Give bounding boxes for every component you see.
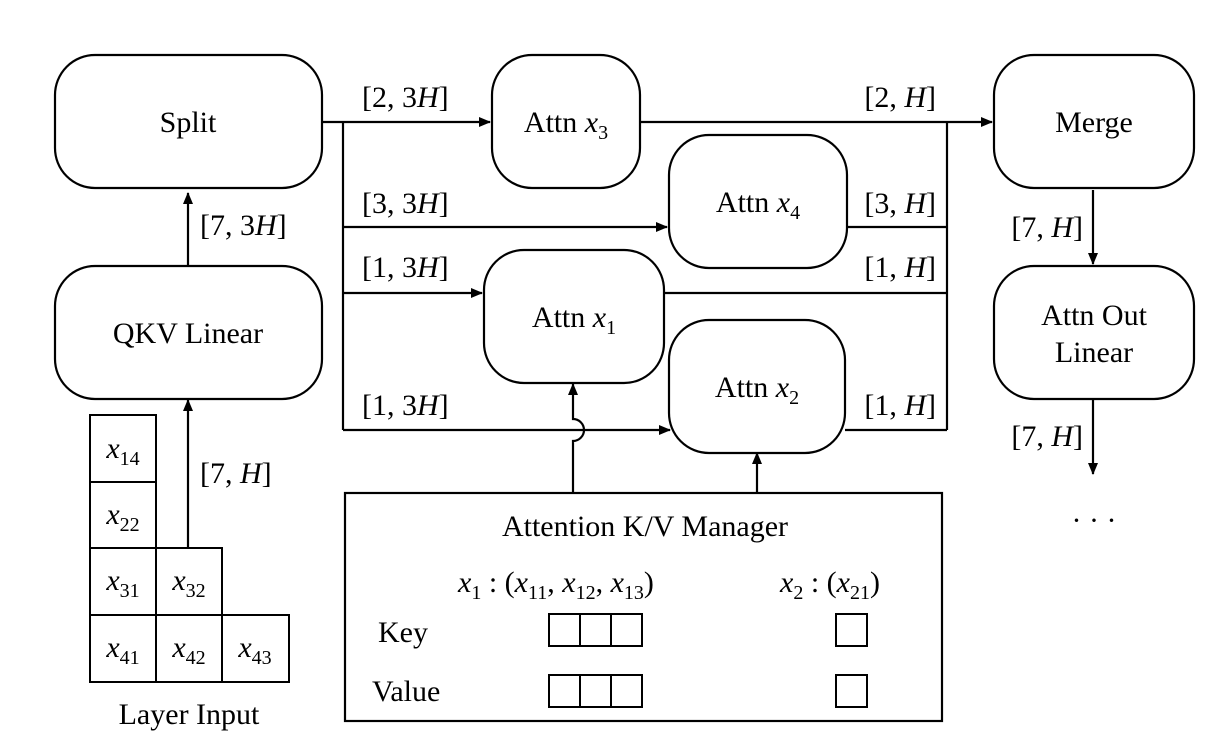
- attn-out-linear-label-line2: Linear: [1055, 336, 1133, 369]
- token-x43: x43: [237, 631, 271, 669]
- label-qkv-to-split: [7, 3H]: [200, 209, 287, 242]
- token-x22: x22: [105, 498, 139, 536]
- kv-slot: [610, 674, 643, 708]
- kv-row-value-label: Value: [372, 675, 440, 708]
- kv-row-key-label: Key: [378, 616, 428, 649]
- kv-seq2-header: x2 : (x21): [779, 566, 880, 604]
- label-x4-to-merge: [3, H]: [864, 187, 936, 220]
- label-out-next: [7, H]: [1011, 420, 1083, 453]
- token-cell-x14: [89, 414, 157, 483]
- attn-x4-node: [667, 133, 849, 270]
- label-split-to-x1: [1, 3H]: [362, 251, 449, 284]
- kv-slot: [579, 613, 612, 647]
- layer-input-caption: Layer Input: [119, 698, 260, 731]
- merge-label: Merge: [1055, 106, 1133, 139]
- label-merge-to-out: [7, H]: [1011, 211, 1083, 244]
- kv-seq1-key-slots: [548, 613, 643, 647]
- attn-x2-node: [667, 318, 847, 455]
- token-x32: x32: [171, 564, 205, 602]
- token-cell-x42: [155, 614, 223, 683]
- edge-kv-to-x1: [568, 383, 586, 492]
- merge-node: [992, 53, 1196, 190]
- label-split-to-x4: [3, 3H]: [362, 187, 449, 220]
- label-x2-to-merge: [1, H]: [864, 389, 936, 422]
- kv-slot: [548, 674, 581, 708]
- kv-slot: [610, 613, 643, 647]
- label-split-to-x3: [2, 3H]: [362, 81, 449, 114]
- token-x41: x41: [105, 631, 139, 669]
- qkv-linear-node: [53, 264, 324, 401]
- token-x14: x14: [105, 432, 139, 470]
- split-node: [53, 53, 324, 190]
- attn-x2-label: Attn x2: [715, 371, 799, 409]
- attn-out-linear-node: [992, 264, 1196, 401]
- token-cell-x22: [89, 481, 157, 549]
- kv-seq2-key-slot: [835, 613, 868, 647]
- attn-x3-label: Attn x3: [524, 106, 608, 144]
- kv-slot: [579, 674, 612, 708]
- kv-seq1-value-slots: [548, 674, 643, 708]
- label-x1-to-merge: [1, H]: [864, 251, 936, 284]
- attn-x1-node: [482, 248, 666, 385]
- token-cell-x31: [89, 547, 157, 616]
- token-cell-x41: [89, 614, 157, 683]
- attn-x4-label: Attn x4: [716, 186, 800, 224]
- qkv-linear-label: QKV Linear: [113, 317, 263, 350]
- kv-manager-title: Attention K/V Manager: [502, 510, 788, 543]
- label-input-to-qkv: [7, H]: [200, 457, 272, 490]
- token-x42: x42: [171, 631, 205, 669]
- attn-x3-node: [490, 53, 642, 190]
- split-label: Split: [160, 106, 217, 139]
- kv-seq2-value-slot: [835, 674, 868, 708]
- kv-seq1-header: x1 : (x11, x12, x13): [457, 566, 654, 604]
- layer-input-grid: x14 x22 x31 x32 x41 x42 x43: [89, 414, 290, 683]
- token-cell-x43: [221, 614, 290, 683]
- token-cell-x32: [155, 547, 223, 616]
- token-x31: x31: [105, 564, 139, 602]
- label-x3-to-merge: [2, H]: [864, 81, 936, 114]
- label-split-to-x2: [1, 3H]: [362, 389, 449, 422]
- ellipsis: · · ·: [1072, 504, 1117, 537]
- kv-slot: [548, 613, 581, 647]
- attn-x1-label: Attn x1: [532, 301, 616, 339]
- attn-out-linear-label-line1: Attn Out: [1041, 299, 1148, 332]
